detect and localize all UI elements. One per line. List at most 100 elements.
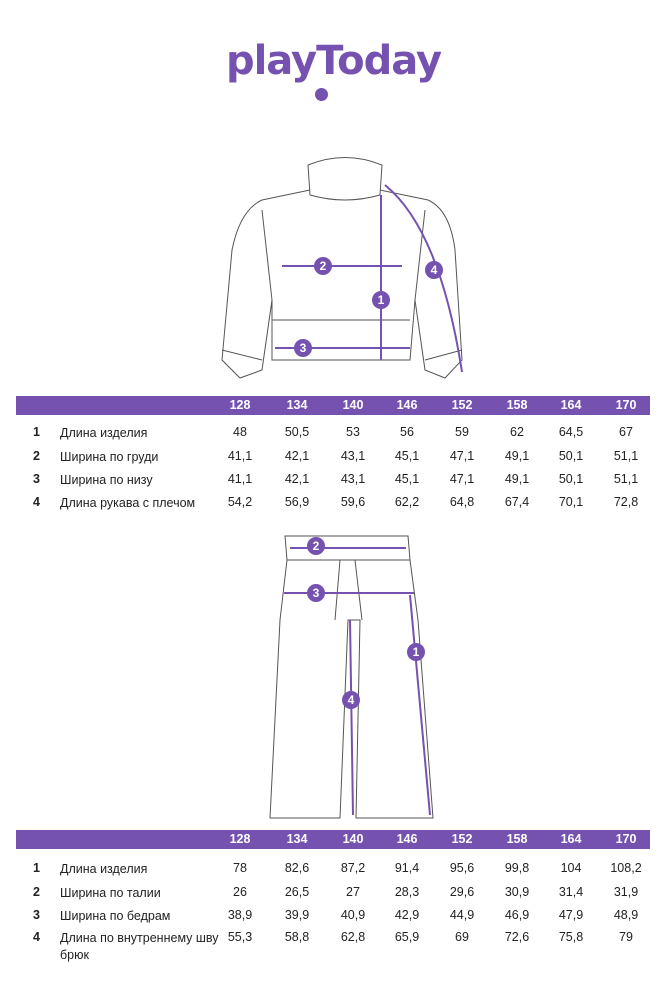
row-label: Длина изделия [60, 862, 148, 876]
size-128: 128 [229, 398, 251, 412]
row-number: 1 [33, 425, 40, 439]
cell-value: 31,4 [558, 885, 584, 899]
size-134: 134 [286, 832, 308, 846]
cell-value: 82,6 [284, 861, 310, 875]
cell-value: 43,1 [340, 449, 366, 463]
cell-value: 46,9 [504, 908, 530, 922]
size-146: 146 [396, 398, 418, 412]
marker-3: 3 [300, 341, 307, 355]
pants-marker-3: 3 [313, 586, 320, 600]
cell-value: 45,1 [394, 472, 420, 486]
row-number: 4 [33, 495, 40, 509]
cell-value: 41,1 [227, 449, 253, 463]
cell-value: 49,1 [504, 472, 530, 486]
cell-value: 26,5 [284, 885, 310, 899]
cell-value: 38,9 [227, 908, 253, 922]
row-label: Длина по внутреннему шву брюк [60, 931, 219, 962]
marker-4: 4 [431, 263, 438, 277]
row-label: Длина изделия [60, 426, 148, 440]
pants-marker-1: 1 [413, 645, 420, 659]
cell-value: 62,2 [394, 495, 420, 509]
cell-value: 42,9 [394, 908, 420, 922]
cell-value: 67,4 [504, 495, 530, 509]
top-size-table: 128 134 140 146 152 158 164 170 1 Длина изделия 4… [16, 396, 650, 510]
logo-dot [315, 88, 328, 101]
cell-value: 59,6 [340, 495, 366, 509]
row-number: 4 [33, 930, 40, 944]
pants-marker-2: 2 [313, 539, 320, 553]
cell-value: 27 [346, 885, 360, 899]
cell-value: 47,1 [449, 449, 475, 463]
row-label: Ширина по талии [60, 886, 161, 900]
row-number: 2 [33, 449, 40, 463]
row-label: Ширина по груди [60, 450, 159, 464]
cell-value: 67 [619, 425, 633, 439]
cell-value: 41,1 [227, 472, 253, 486]
cell-value: 72,6 [504, 930, 530, 944]
cell-value: 39,9 [284, 908, 310, 922]
size-140: 140 [342, 832, 364, 846]
cell-value: 48,9 [613, 908, 639, 922]
cell-value: 48 [233, 425, 247, 439]
cell-value: 43,1 [340, 472, 366, 486]
cell-value: 78 [233, 861, 247, 875]
size-134: 134 [286, 398, 308, 412]
measure-markers: 1 2 3 4 1 2 3 4 [294, 257, 443, 709]
brand-logo: playToday [225, 38, 442, 84]
cell-value: 45,1 [394, 449, 420, 463]
cell-value: 53 [346, 425, 360, 439]
cell-value: 55,3 [227, 930, 253, 944]
cell-value: 47,9 [558, 908, 584, 922]
cell-value: 59 [455, 425, 469, 439]
cell-value: 104 [560, 861, 582, 875]
cell-value: 44,9 [449, 908, 475, 922]
cell-value: 42,1 [284, 472, 310, 486]
cell-value: 28,3 [394, 885, 420, 899]
cell-value: 49,1 [504, 449, 530, 463]
cell-value: 54,2 [227, 495, 253, 509]
cell-value: 99,8 [504, 861, 530, 875]
cell-value: 64,8 [449, 495, 475, 509]
pants-marker-4: 4 [348, 693, 355, 707]
cell-value: 29,6 [449, 885, 475, 899]
cell-value: 50,5 [284, 425, 310, 439]
cell-value: 56,9 [284, 495, 310, 509]
size-158: 158 [506, 398, 528, 412]
cell-value: 95,6 [449, 861, 475, 875]
size-158: 158 [506, 832, 528, 846]
cell-value: 87,2 [340, 861, 366, 875]
cell-value: 65,9 [394, 930, 420, 944]
cell-value: 51,1 [613, 472, 639, 486]
size-152: 152 [451, 398, 473, 412]
size-164: 164 [560, 832, 582, 846]
cell-value: 47,1 [449, 472, 475, 486]
size-header: 128 134 140 146 152 158 164 170 [16, 396, 650, 415]
marker-2: 2 [320, 259, 327, 273]
size-140: 140 [342, 398, 364, 412]
cell-value: 91,4 [394, 861, 420, 875]
row-number: 3 [33, 472, 40, 486]
row-label: Длина рукава с плечом [60, 496, 196, 510]
cell-value: 62 [510, 425, 524, 439]
size-164: 164 [560, 398, 582, 412]
cell-value: 50,1 [558, 472, 584, 486]
row-number: 3 [33, 908, 40, 922]
cell-value: 72,8 [613, 495, 639, 509]
size-128: 128 [229, 832, 251, 846]
row-label: Ширина по низу [60, 473, 153, 487]
row-number: 1 [33, 861, 40, 875]
pants-sketch [269, 535, 434, 819]
pants-measure-lines [284, 547, 431, 816]
cell-value: 26 [233, 885, 247, 899]
cell-value: 56 [400, 425, 414, 439]
size-152: 152 [451, 832, 473, 846]
cell-value: 79 [619, 930, 633, 944]
size-170: 170 [615, 398, 637, 412]
cell-value: 70,1 [558, 495, 584, 509]
cell-value: 30,9 [504, 885, 530, 899]
size-146: 146 [396, 832, 418, 846]
cell-value: 51,1 [613, 449, 639, 463]
